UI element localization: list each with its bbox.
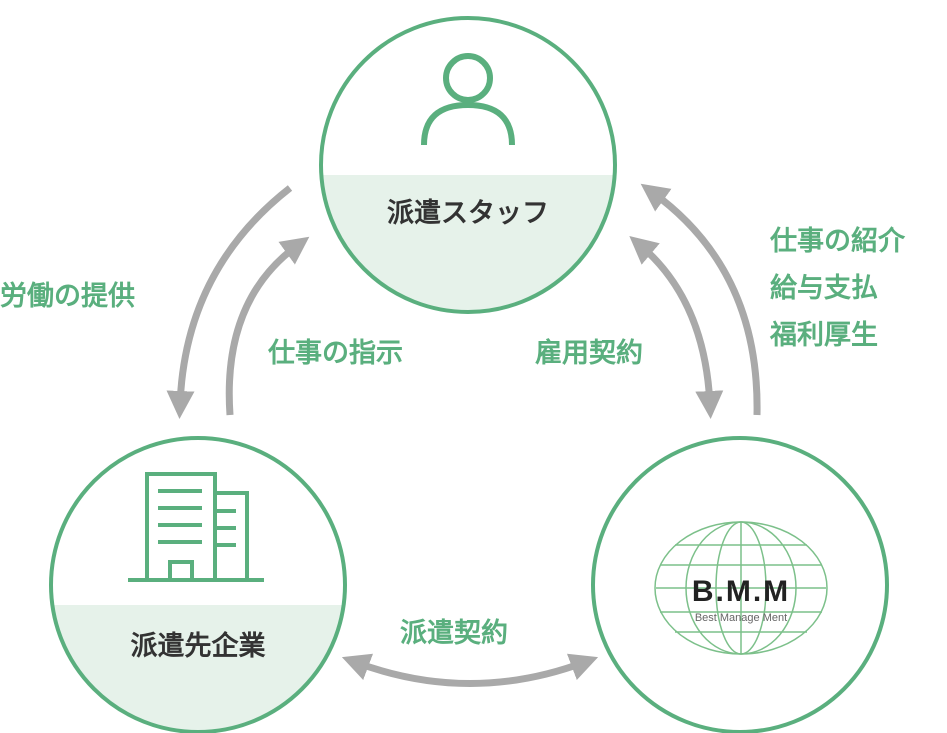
arrow-dispatch-contract — [341, 653, 599, 687]
building-icon — [128, 472, 264, 582]
staff-node: 派遣スタッフ — [319, 16, 617, 314]
client-node: 派遣先企業 — [49, 436, 347, 733]
person-icon — [421, 53, 515, 146]
label-salary-payment: 給与支払 — [770, 272, 878, 304]
arrow-work-instruction — [225, 236, 310, 416]
label-welfare: 福利厚生 — [769, 320, 878, 351]
bmm-node: B.M.M Best Manage Ment — [591, 436, 889, 733]
label-labor-provision: 労働の提供 — [0, 281, 135, 312]
client-label: 派遣先企業 — [131, 630, 266, 662]
arrow-employment-contract — [629, 235, 724, 419]
bmm-logo-subtext: Best Manage Ment — [695, 612, 787, 624]
label-job-introduction: 仕事の紹介 — [769, 225, 906, 257]
label-work-instruction: 仕事の指示 — [267, 338, 403, 369]
arrow-labor-provision — [166, 185, 293, 419]
label-dispatch-contract: 派遣契約 — [400, 617, 508, 649]
arrow-bmm-services — [640, 183, 761, 416]
globe-logo — [654, 521, 828, 655]
label-employment-contract: 雇用契約 — [535, 337, 643, 369]
bmm-logo-text: B.M.M — [692, 575, 790, 608]
staff-label: 派遣スタッフ — [387, 198, 549, 229]
